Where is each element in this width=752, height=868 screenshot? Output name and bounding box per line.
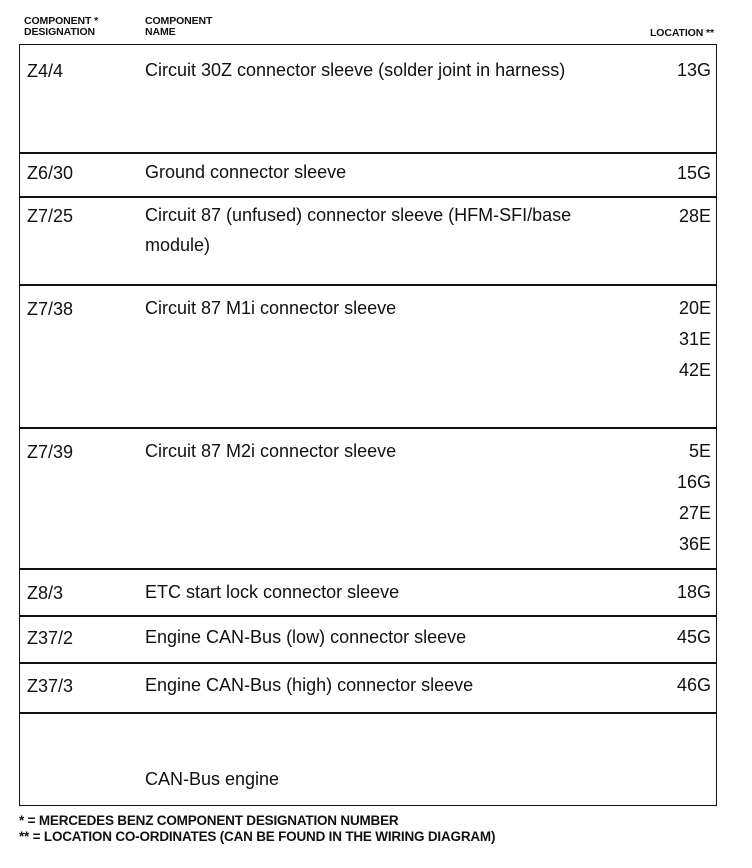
table-row: Z6/30 Ground connector sleeve 15G xyxy=(20,154,716,198)
footnote-designation: * = MERCEDES BENZ COMPONENT DESIGNATION … xyxy=(19,813,399,828)
location-value: 28E xyxy=(678,206,711,226)
component-designation: Z37/3 xyxy=(27,676,74,696)
table-row: Z7/38 Circuit 87 M1i connector sleeve 20… xyxy=(20,286,716,429)
component-name: ETC start lock connector sleeve xyxy=(145,582,400,602)
table-row: Z7/25 Circuit 87 (unfused) connector sle… xyxy=(20,198,716,286)
table-row: Z8/3 ETC start lock connector sleeve 18G xyxy=(20,570,716,617)
location-value: 46G xyxy=(676,675,711,695)
table-row: Z37/2 Engine CAN-Bus (low) connector sle… xyxy=(20,617,716,664)
column-header-location: LOCATION ** xyxy=(649,27,714,39)
component-name: Circuit 87 (unfused) connector sleeve (H… xyxy=(145,205,572,255)
component-name: Circuit 87 M1i connector sleeve xyxy=(145,298,397,318)
location-value: 15G xyxy=(676,163,711,183)
table-row: Z7/39 Circuit 87 M2i connector sleeve 5E… xyxy=(20,429,716,570)
component-table: Z4/4 Circuit 30Z connector sleeve (solde… xyxy=(19,44,717,806)
name-header-line1: COMPONENT xyxy=(145,15,213,27)
component-location: 5E 16G 27E 36E xyxy=(671,436,711,560)
designation-header-line2: DESIGNATION xyxy=(24,26,96,38)
location-value: 20E xyxy=(678,298,711,318)
component-name: Engine CAN-Bus (high) connector sleeve xyxy=(145,675,474,695)
location-value: 18G xyxy=(676,582,711,602)
component-designation: Z37/2 xyxy=(27,628,74,648)
name-header-line2: NAME xyxy=(145,26,176,38)
component-location: 15G xyxy=(671,158,711,189)
location-value: 27E xyxy=(678,503,711,523)
component-name: Ground connector sleeve xyxy=(145,162,347,182)
footnote-location: ** = LOCATION CO-ORDINATES (CAN BE FOUND… xyxy=(19,829,496,844)
location-value: 42E xyxy=(678,360,711,380)
component-name: Circuit 30Z connector sleeve (solder joi… xyxy=(145,60,566,80)
component-location: 13G xyxy=(671,55,711,86)
component-name: Circuit 87 M2i connector sleeve xyxy=(145,441,397,461)
location-value: 45G xyxy=(676,627,711,647)
component-location: 20E 31E 42E xyxy=(671,293,711,386)
component-location: 46G xyxy=(671,670,711,701)
component-designation: Z6/30 xyxy=(27,163,74,183)
component-location: 28E xyxy=(671,201,711,232)
component-location: 18G xyxy=(671,577,711,608)
location-value: 13G xyxy=(676,60,711,80)
component-location: 45G xyxy=(671,622,711,653)
table-row: Z4/4 Circuit 30Z connector sleeve (solde… xyxy=(20,45,716,154)
designation-header-line1: COMPONENT * xyxy=(24,15,99,27)
component-designation: Z8/3 xyxy=(27,583,64,603)
location-value: 31E xyxy=(678,329,711,349)
location-value: 5E xyxy=(688,441,711,461)
table-row: CAN-Bus engine xyxy=(20,714,716,805)
component-designation: Z7/39 xyxy=(27,442,74,462)
location-value: 16G xyxy=(676,472,711,492)
component-designation: Z4/4 xyxy=(27,61,64,81)
component-designation: Z7/25 xyxy=(27,206,74,226)
location-value: 36E xyxy=(678,534,711,554)
column-header-name: COMPONENT NAME xyxy=(145,16,212,38)
table-row: Z37/3 Engine CAN-Bus (high) connector sl… xyxy=(20,664,716,714)
component-name: Engine CAN-Bus (low) connector sleeve xyxy=(145,627,467,647)
component-designation: Z7/38 xyxy=(27,299,74,319)
column-header-designation: COMPONENT * DESIGNATION xyxy=(24,16,98,38)
component-name: CAN-Bus engine xyxy=(145,769,280,789)
